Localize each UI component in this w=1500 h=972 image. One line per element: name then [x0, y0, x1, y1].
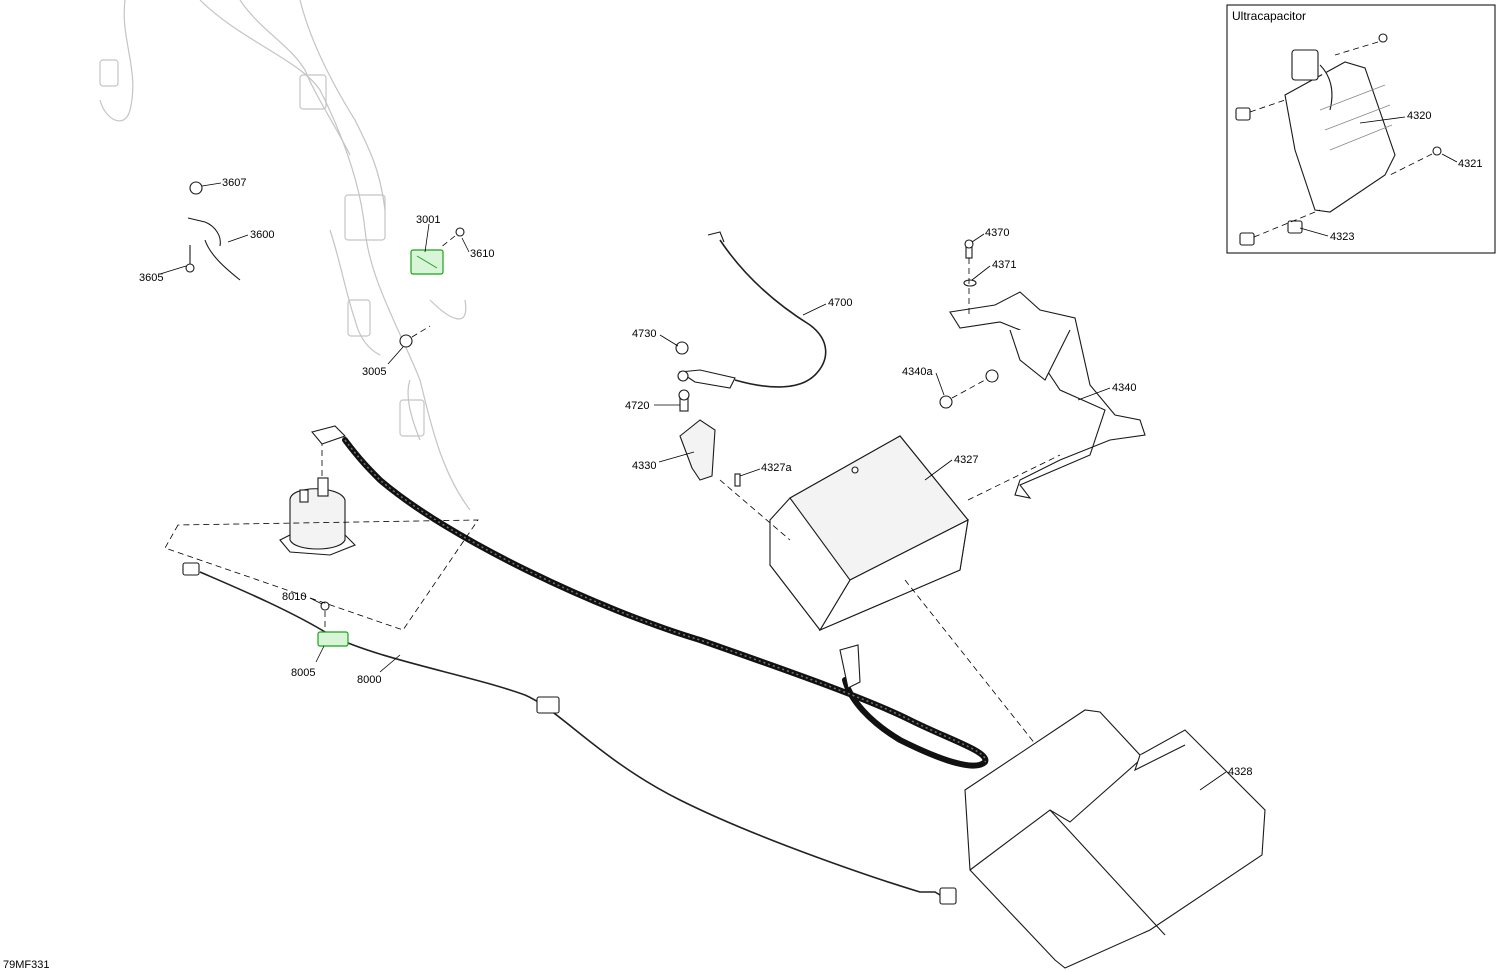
- callout-4370: 4370: [985, 227, 1009, 239]
- terminal-cover-4330: [679, 419, 716, 481]
- ultracapacitor-inset: Ultracapacitor: [1226, 4, 1496, 254]
- battery-cable-4700: [677, 231, 827, 389]
- callout-4327: 4327: [954, 454, 978, 466]
- nut-4321: [1389, 146, 1442, 176]
- callout-4371: 4371: [992, 259, 1016, 271]
- callout-4700: 4700: [828, 297, 852, 309]
- screw-4720: [678, 389, 690, 412]
- callout-3605: 3605: [139, 272, 163, 284]
- ultracapacitor-4320: [1284, 49, 1396, 213]
- standoff-left: [1235, 99, 1286, 121]
- callout-4321: 4321: [1458, 158, 1482, 170]
- battery-cover-4328: [964, 709, 1266, 969]
- callout-8005: 8005: [291, 667, 315, 679]
- callout-4340: 4340: [1112, 382, 1136, 394]
- nut-3005: [399, 325, 431, 348]
- callout-4320: 4320: [1407, 110, 1431, 122]
- screw-4327a: [734, 473, 741, 487]
- nut-4340a: [939, 369, 999, 409]
- screw-3610: [439, 227, 465, 249]
- standoff-4323: [1239, 209, 1321, 246]
- screw-top: [1334, 33, 1388, 56]
- callout-4340a: 4340a: [902, 366, 933, 378]
- leader-lines: [159, 116, 1458, 791]
- callout-3001: 3001: [416, 214, 440, 226]
- nut-4730: [675, 341, 689, 355]
- callout-3610: 3610: [470, 248, 494, 260]
- bracket-4340: [949, 291, 1146, 499]
- callout-4330: 4330: [632, 460, 656, 472]
- callout-4327a: 4327a: [761, 462, 792, 474]
- battery-cable-harness: [311, 425, 989, 769]
- diagram-code: 79MF331: [3, 959, 49, 971]
- wire-harness-8000: [164, 519, 957, 905]
- callout-8010: 8010: [282, 591, 306, 603]
- callout-8000: 8000: [357, 674, 381, 686]
- connector-3001: [410, 249, 444, 275]
- battery-4327: [769, 435, 969, 632]
- starter-solenoid: [279, 440, 356, 556]
- callout-4323: 4323: [1330, 231, 1354, 243]
- callout-3607: 3607: [222, 177, 246, 189]
- screw-4370: [964, 239, 974, 259]
- callout-labels: 3607 3600 3605 3001 3610 3005 4700 4730 …: [139, 110, 1482, 778]
- inset-title: Ultracapacitor: [1232, 9, 1306, 23]
- callout-3005: 3005: [362, 366, 386, 378]
- callout-4720: 4720: [625, 400, 649, 412]
- washer-4371: [963, 258, 977, 318]
- ground-cable-3600: [185, 181, 241, 281]
- callout-3600: 3600: [250, 229, 274, 241]
- main-harness-ghost: [99, 0, 471, 511]
- callout-4730: 4730: [632, 328, 656, 340]
- callout-4328: 4328: [1228, 766, 1252, 778]
